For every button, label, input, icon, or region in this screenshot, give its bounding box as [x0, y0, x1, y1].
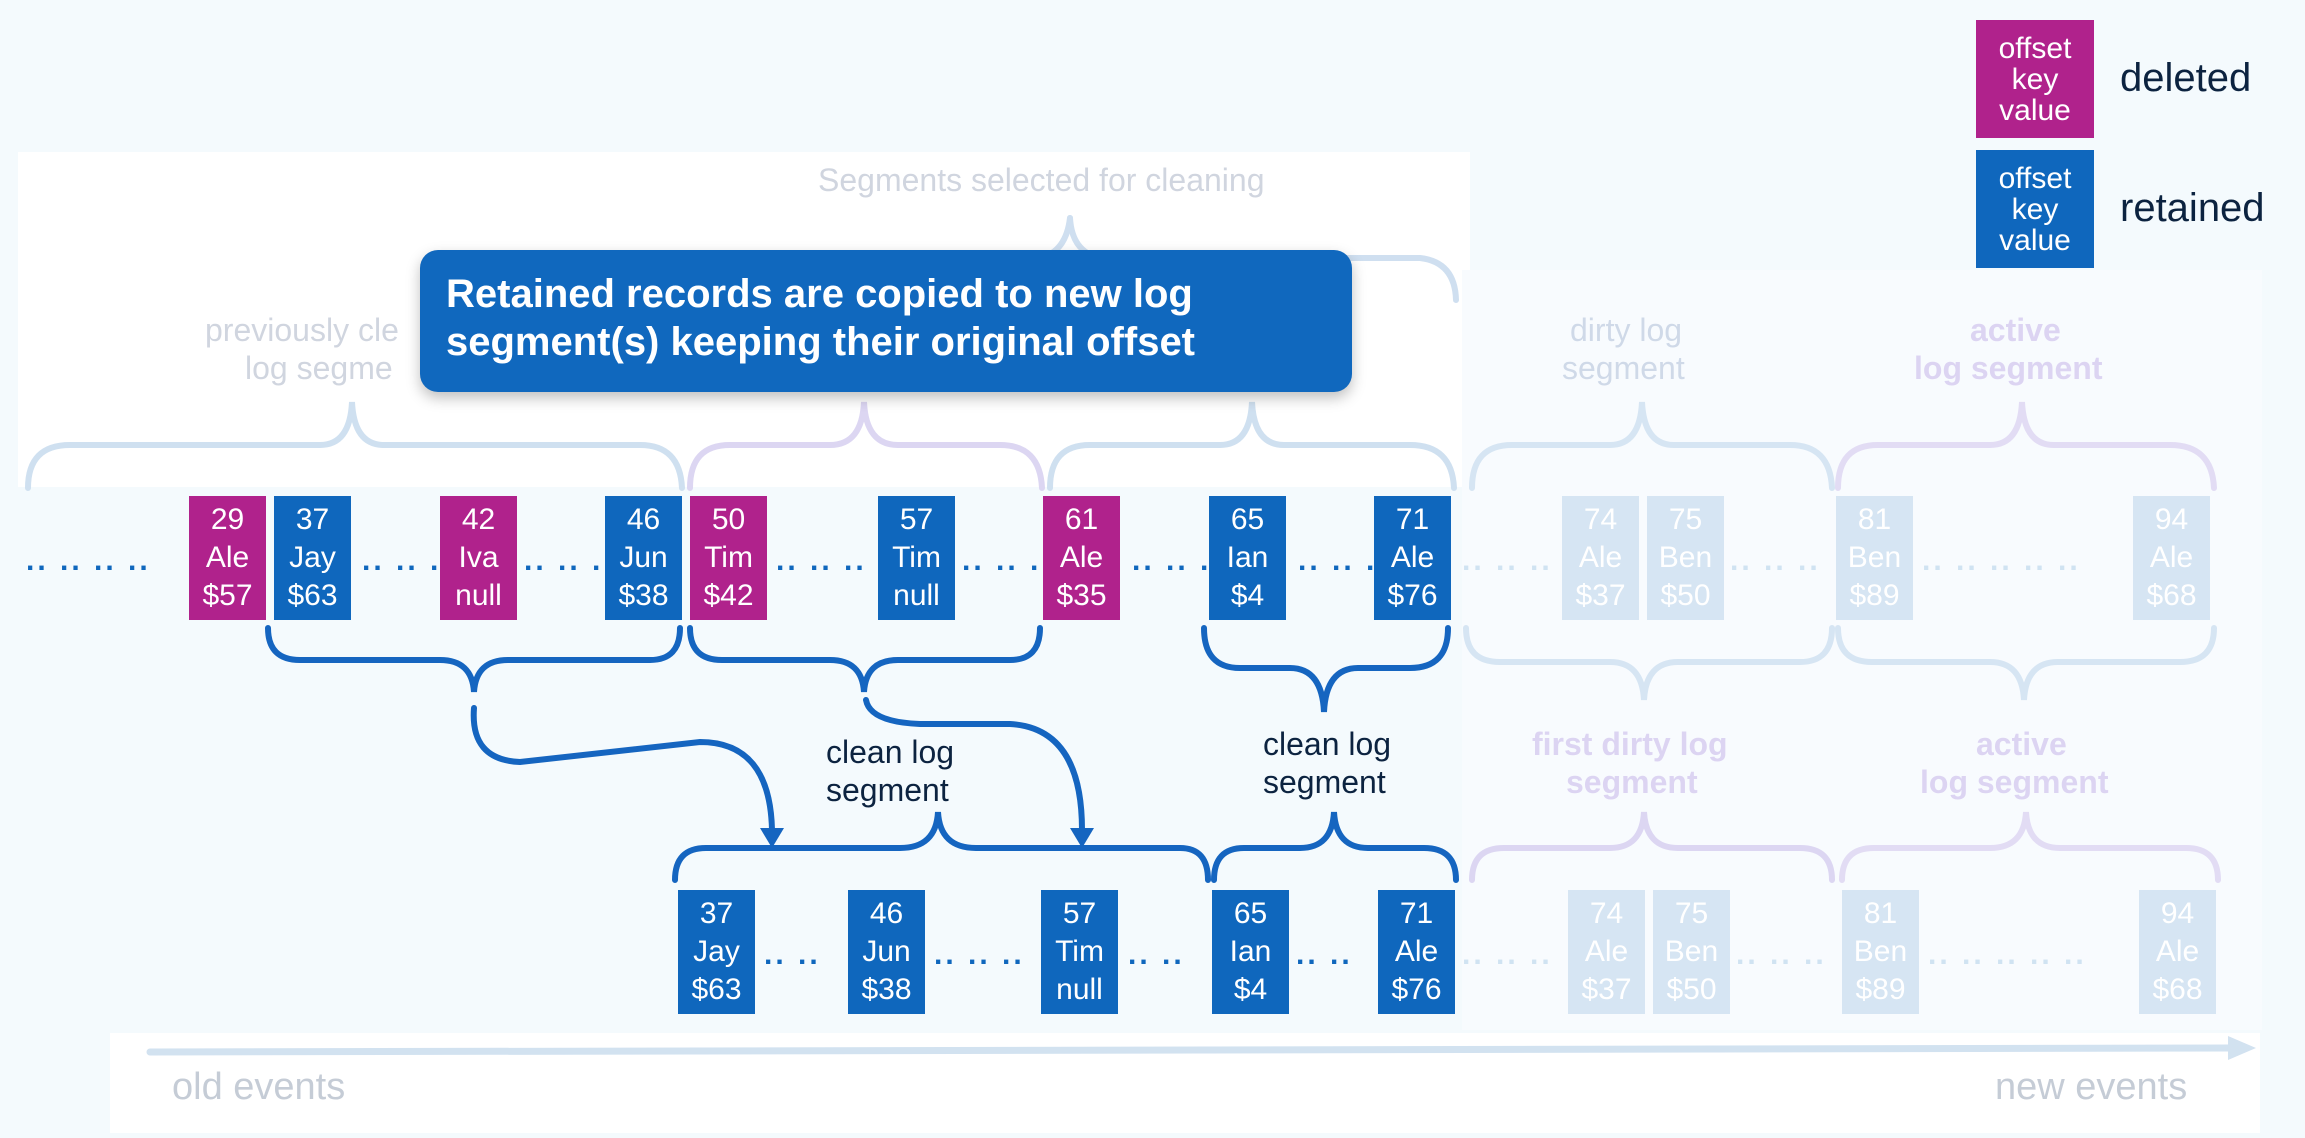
brace-under-3	[1201, 625, 1451, 713]
brace-seg2	[687, 401, 1045, 491]
brace-prev-clean	[25, 401, 685, 491]
brace-active-bottom	[1839, 811, 2221, 883]
dots-top-7: .. .. ..	[1462, 544, 1553, 577]
brace-dirty	[1469, 401, 1835, 491]
dots-bot-7: .. .. .. .. ..	[1928, 938, 2087, 971]
dots-top-0: .. .. .. ..	[26, 544, 151, 577]
dots-bot-4: .. ..	[1296, 938, 1353, 971]
callout-retained-records: Retained records are copied to new log s…	[420, 250, 1352, 392]
label-old-events: old events	[172, 1066, 346, 1108]
arrow-1	[470, 705, 775, 833]
legend-retained-swatch: offset key value	[1976, 150, 2094, 268]
label-first-dirty-1: first dirty log	[1532, 726, 1728, 762]
arrow-2	[863, 697, 1085, 833]
label-clean-log-2a: clean log	[1263, 726, 1392, 762]
label-clean-log-1b: segment	[826, 772, 949, 808]
dots-bot-3: .. ..	[1128, 938, 1185, 971]
dots-top-3: .. .. ..	[776, 544, 867, 577]
dots-top-6: .. .. ..	[1298, 544, 1389, 577]
brace-seg3	[1047, 401, 1457, 491]
label-active-top-1: active	[1970, 312, 2061, 348]
timeline-axis	[146, 1044, 2240, 1056]
brace-faded-under-2	[1835, 625, 2217, 701]
dots-top-2: .. .. ..	[524, 544, 615, 577]
label-active-bottom-2: log segment	[1920, 764, 2109, 800]
label-new-events: new events	[1995, 1066, 2188, 1108]
label-clean-log-2b: segment	[1263, 764, 1386, 800]
arrow-2-head	[1070, 828, 1094, 848]
brace-clean1	[672, 811, 1211, 883]
dots-top-4: .. .. ..	[962, 544, 1053, 577]
legend-retained-label: retained	[2120, 186, 2265, 230]
dots-top-8: .. .. ..	[1730, 544, 1821, 577]
brace-faded-under-1	[1463, 625, 1835, 701]
brace-selected	[1067, 215, 1459, 303]
label-dirty-2: segment	[1562, 350, 1685, 386]
timeline-arrowhead	[2228, 1036, 2256, 1060]
legend-deleted-swatch: offset key value	[1976, 20, 2094, 138]
legend-deleted-label: deleted	[2120, 56, 2252, 100]
label-prev-clean-1: previously cle	[205, 312, 399, 348]
dots-top-5: .. .. ..	[1132, 544, 1223, 577]
callout-line-1: Retained records are copied to new log	[446, 272, 1193, 316]
label-active-top-2: log segment	[1914, 350, 2103, 386]
brace-under-2	[687, 625, 1043, 693]
callout-line-2: segment(s) keeping their original offset	[446, 320, 1196, 364]
brace-under-1	[265, 625, 683, 693]
dots-bot-5: .. .. ..	[1462, 938, 1553, 971]
dots-top-9: .. .. .. .. ..	[1922, 544, 2081, 577]
label-dirty-1: dirty log	[1570, 312, 1683, 348]
label-active-bottom-1: active	[1976, 726, 2067, 762]
dots-bot-1: .. ..	[764, 938, 821, 971]
dots-bot-2: .. .. ..	[934, 938, 1025, 971]
label-clean-log-1a: clean log	[826, 734, 955, 770]
brace-active-top	[1835, 401, 2217, 491]
label-first-dirty-2: segment	[1566, 764, 1698, 800]
dots-top-1: .. .. ..	[362, 544, 453, 577]
dots-bot-6: .. .. ..	[1736, 938, 1827, 971]
brace-clean2	[1211, 811, 1459, 883]
arrow-1-head	[760, 828, 784, 848]
label-selected-for-cleaning: Segments selected for cleaning	[818, 162, 1265, 198]
label-prev-clean-2: log segme	[245, 350, 393, 386]
brace-first-dirty	[1469, 811, 1835, 883]
